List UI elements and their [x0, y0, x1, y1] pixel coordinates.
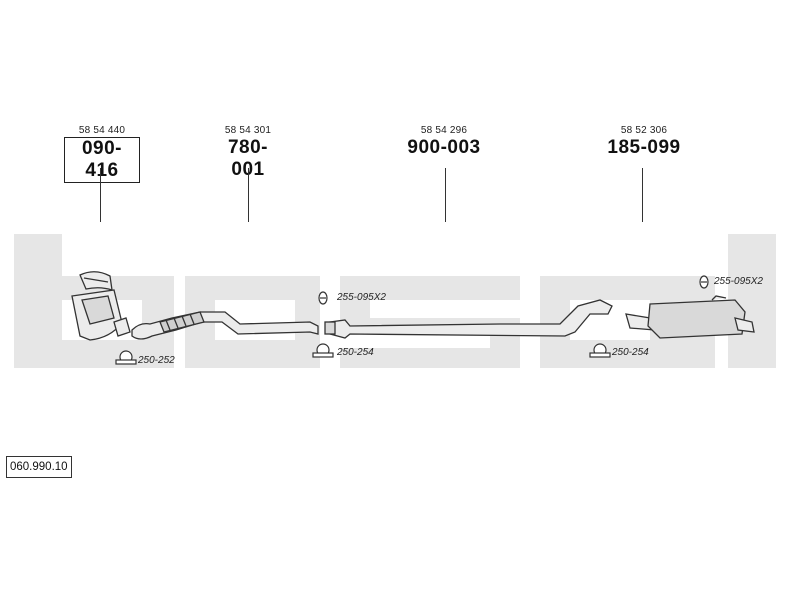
hardware-code[interactable]: 250-254: [337, 347, 374, 358]
part-label-rear-muffler[interactable]: 58 52 306 185-099: [604, 125, 684, 159]
part-number: 900-003: [407, 137, 481, 158]
catalytic-converter-part[interactable]: [71, 271, 131, 341]
part-number: 780-001: [227, 137, 269, 180]
hardware-code[interactable]: 250-252: [138, 355, 175, 366]
diagram-code-label: 060.990.10: [6, 456, 72, 478]
hardware-code[interactable]: 255-095X2: [714, 276, 763, 287]
bosal-watermark-logo: [14, 234, 776, 368]
rear-muffler-part[interactable]: [625, 295, 755, 339]
part-number: 090-416: [64, 137, 140, 183]
clamp-icon: [312, 343, 334, 358]
clamp-icon: [589, 343, 611, 358]
front-pipe-part[interactable]: [131, 311, 319, 340]
part-number: 185-099: [607, 137, 681, 158]
leader-line: [445, 168, 446, 222]
gasket-icon: [318, 291, 328, 305]
part-label-catalytic[interactable]: 58 54 440 090-416: [64, 125, 140, 183]
part-label-middle-pipe[interactable]: 58 54 296 900-003: [404, 125, 484, 159]
leader-line: [248, 168, 249, 222]
hardware-code[interactable]: 250-254: [612, 347, 649, 358]
hardware-code[interactable]: 255-095X2: [337, 292, 386, 303]
gasket-icon: [699, 275, 709, 289]
clamp-icon: [115, 350, 137, 365]
oem-number: 58 54 301: [224, 125, 272, 136]
oem-number: 58 52 306: [620, 125, 668, 136]
middle-pipe-part[interactable]: [324, 299, 613, 339]
oem-number: 58 54 440: [78, 125, 126, 136]
leader-line: [100, 168, 101, 222]
oem-number: 58 54 296: [420, 125, 468, 136]
part-label-front-pipe[interactable]: 58 54 301 780-001: [210, 125, 286, 181]
leader-line: [642, 168, 643, 222]
